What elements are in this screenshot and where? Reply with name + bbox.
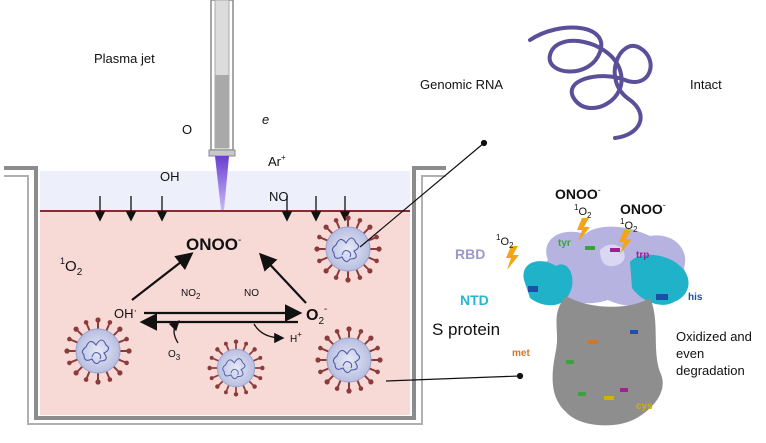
beaker-wall [4, 166, 446, 420]
protein-peroxynitrite-left: ONOO- [555, 185, 601, 202]
species-singlet-oxygen: 1O2 [60, 256, 83, 278]
diffusion-arrows [94, 196, 351, 222]
protein-state-line1: Oxidized and [676, 329, 752, 344]
species-electron: e [262, 112, 269, 127]
residue-trp: trp [636, 250, 649, 261]
plasma-plume [215, 156, 229, 210]
ntd-label: NTD [460, 292, 489, 308]
protein-peroxynitrite-right: ONOO- [620, 200, 666, 217]
rna-state-label: Intact [690, 77, 722, 92]
species-no-liquid: NO [244, 288, 259, 299]
protein-singlet-oxygen-rbd: 1O2 [496, 233, 514, 250]
residue-met: met [512, 348, 530, 359]
virus-particle [63, 316, 133, 386]
protein-state-line3: degradation [676, 363, 745, 378]
species-no-gas: NO [269, 189, 289, 204]
species-proton: H+ [290, 330, 302, 345]
species-o: O [182, 122, 192, 137]
rna-strand [528, 25, 653, 140]
species-no2: NO2 [181, 288, 201, 301]
residue-tyr: tyr [558, 238, 571, 249]
species-ozone: O3 [168, 349, 181, 362]
species-peroxynitrite: ONOO- [186, 235, 241, 254]
s-protein-structure [523, 226, 689, 426]
rbd-label: RBD [455, 246, 485, 262]
residue-his: his [688, 292, 703, 303]
plasma-jet-device [208, 0, 236, 210]
protein-singlet-oxygen-right: 1O2 [620, 217, 638, 234]
species-oh-gas: OH [160, 169, 180, 184]
species-oh-radical: OH· [114, 305, 137, 321]
side-reaction-arrows [168, 320, 285, 344]
plasma-jet-label: Plasma jet [94, 51, 155, 66]
virus-particle [206, 338, 266, 398]
species-ar: Ar+ [268, 153, 286, 169]
s-protein-label: S protein [432, 320, 500, 339]
beaker [4, 166, 446, 425]
protein-state-line2: even [676, 346, 704, 361]
virus-particle [313, 214, 383, 284]
genomic-rna-label: Genomic RNA [420, 77, 503, 92]
protein-singlet-oxygen-left: 1O2 [574, 203, 592, 220]
species-superoxide: O2- [306, 304, 327, 327]
connector-lines [359, 139, 524, 382]
residue-cys: cys [636, 401, 653, 412]
virus-particle [314, 325, 384, 395]
